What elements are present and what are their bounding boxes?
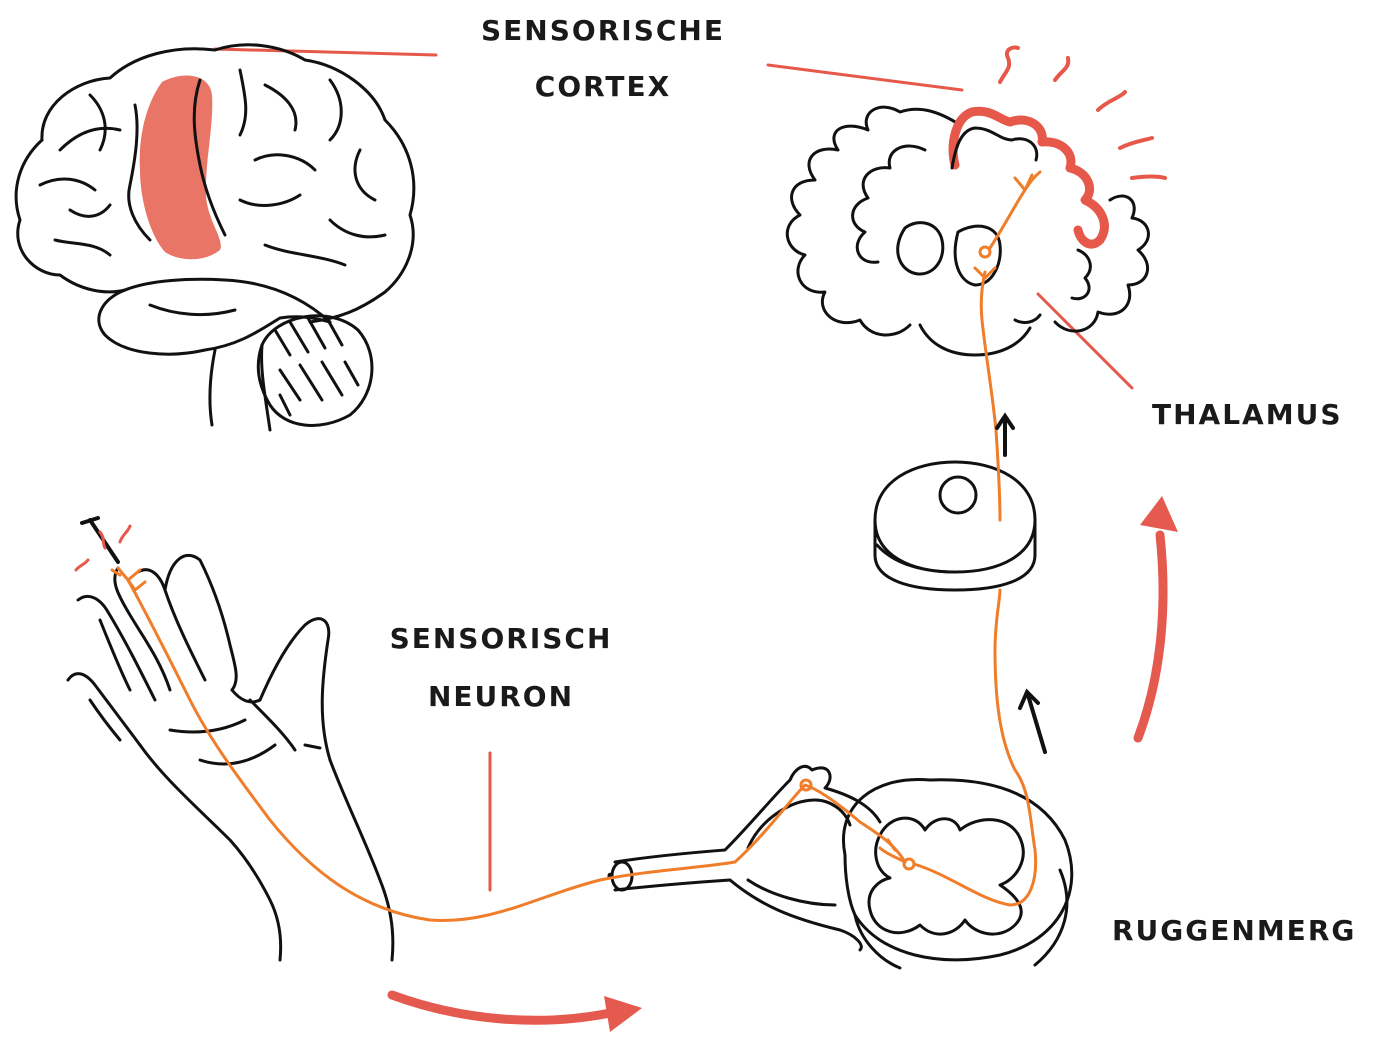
- red-arrow-right-head: [604, 996, 642, 1032]
- red-arrow-up: [1138, 535, 1163, 738]
- cortex-activation: [953, 111, 1104, 244]
- spinal-cord-segment-icon: [875, 462, 1035, 590]
- red-arrow-right: [392, 995, 615, 1020]
- thalamus-leader: [1038, 294, 1132, 388]
- up-arrow-small-upper: [997, 416, 1013, 455]
- sensory-neuron-label-line1: SENSORISCH: [378, 622, 624, 655]
- thalamus-label: THALAMUS: [1152, 398, 1342, 431]
- cortex-leader-right: [768, 65, 962, 90]
- pin: [82, 518, 118, 562]
- brain-coronal-section-icon: [787, 47, 1165, 355]
- hand-with-pin-icon: [68, 518, 393, 960]
- right-thalamus: [955, 226, 1000, 285]
- direction-arrows: [392, 416, 1178, 1032]
- red-arrow-up-head: [1140, 496, 1178, 532]
- cortex-leader-left: [215, 49, 436, 55]
- up-arrow-small-lower: [1020, 692, 1045, 752]
- spinal-cord-cross-section-icon: [609, 766, 1072, 968]
- sensory-cortex-label-line2: CORTEX: [470, 70, 736, 103]
- spinal-cord-label: RUGGENMERG: [1112, 914, 1356, 947]
- sensory-cortex-highlight: [140, 76, 221, 260]
- sensory-cortex-label-line1: SENSORISCHE: [470, 14, 736, 47]
- sensory-neuron-label-line2: NEURON: [378, 680, 624, 713]
- left-thalamus: [898, 223, 943, 274]
- brain-side-view-icon: [16, 45, 414, 430]
